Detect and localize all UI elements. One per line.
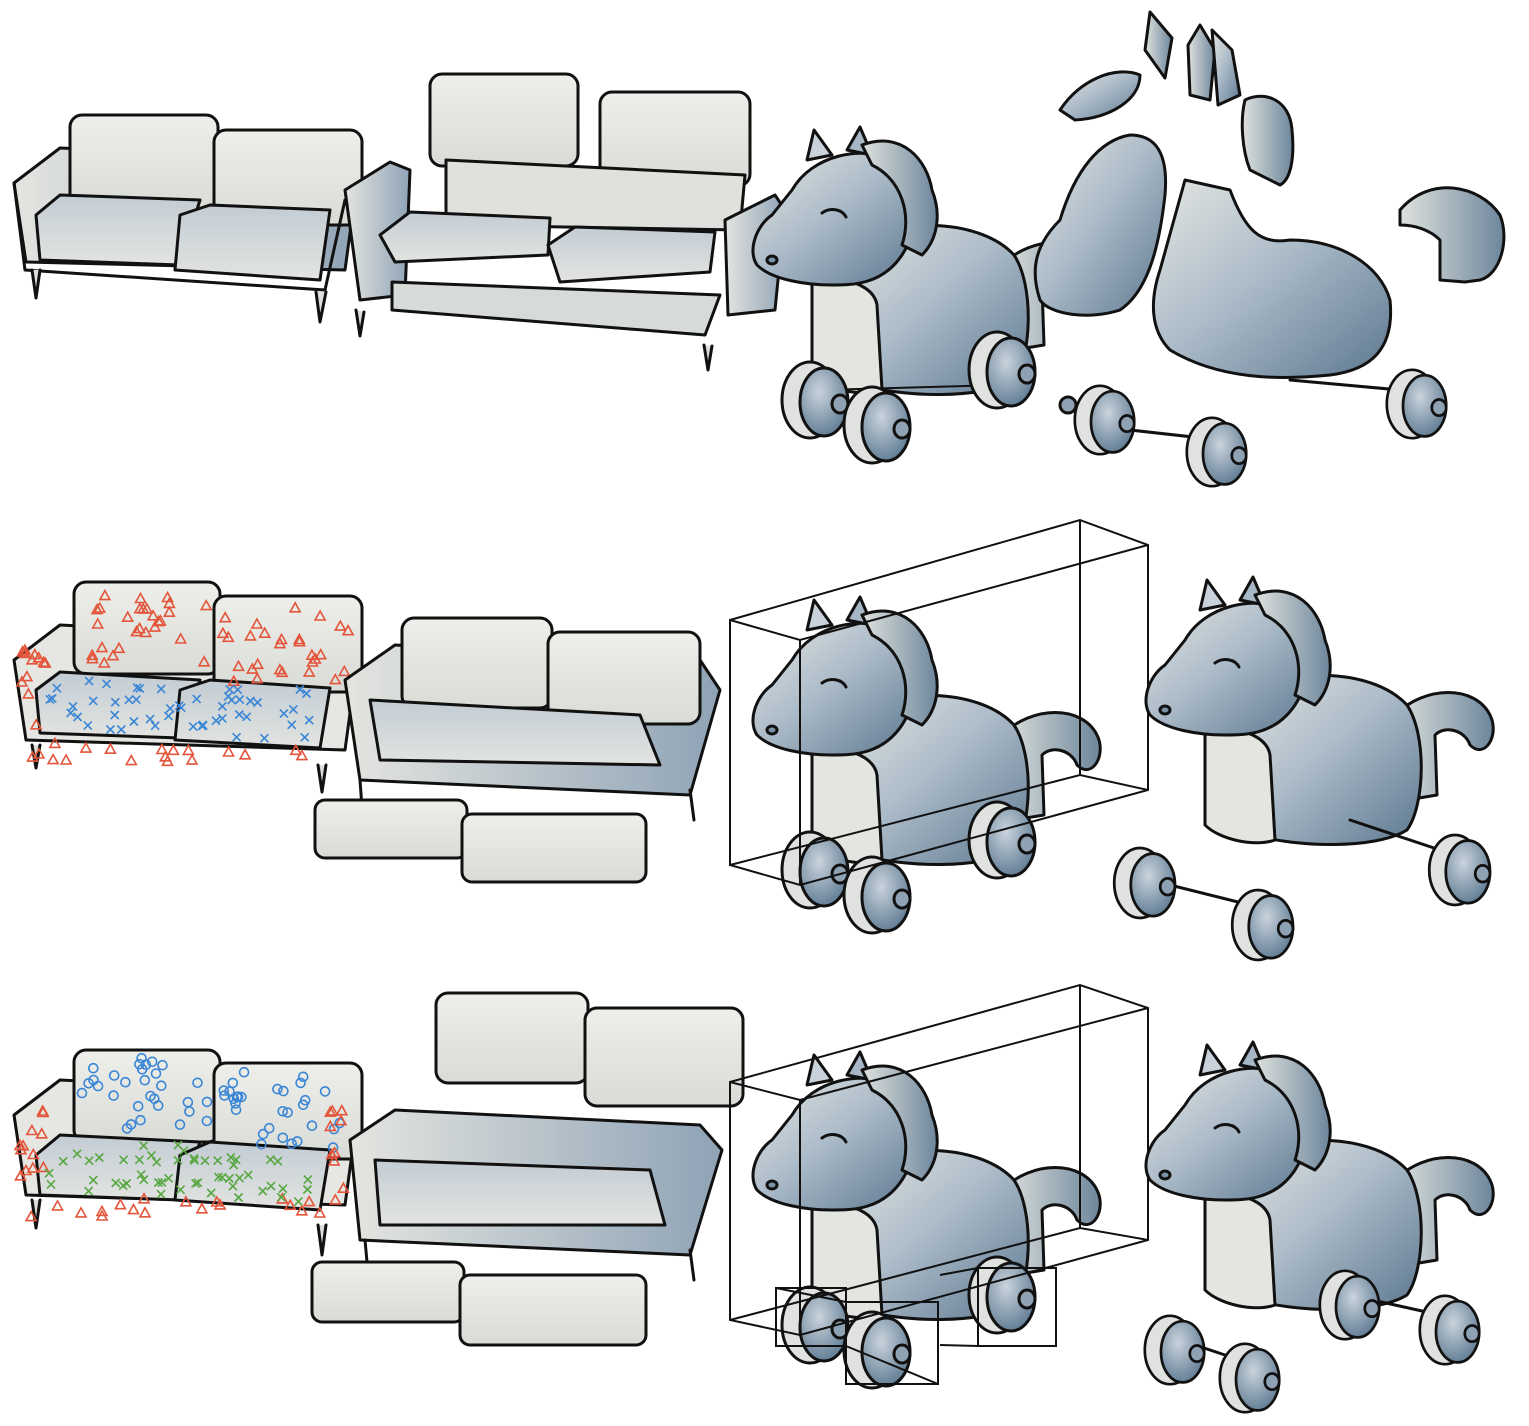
point-marker — [167, 744, 180, 756]
point-marker — [51, 1200, 64, 1211]
horse-separated-wheels — [1143, 1040, 1495, 1414]
point-marker — [139, 1207, 151, 1218]
horse-separated-wheels — [1112, 575, 1495, 962]
exploded-sofa — [343, 72, 787, 372]
sofa-with-point-markers — [12, 580, 364, 794]
point-marker — [222, 746, 235, 757]
horse — [751, 125, 1102, 465]
point-marker — [60, 754, 72, 765]
point-marker — [127, 1203, 140, 1215]
point-marker — [75, 1207, 87, 1218]
sofa-separated-cushions — [310, 991, 745, 1347]
exploded-horse — [1033, 10, 1506, 488]
point-marker — [47, 753, 59, 765]
point-marker — [104, 743, 117, 755]
wheel-bounding-box — [775, 1287, 939, 1385]
wheel-bounding-box — [939, 1267, 1057, 1347]
bounding-box — [729, 518, 1149, 887]
point-marker — [239, 748, 251, 760]
point-marker — [182, 744, 195, 756]
point-marker — [196, 1203, 208, 1214]
point-marker — [125, 754, 138, 766]
row-3 — [12, 983, 1495, 1414]
row-2 — [12, 518, 1495, 962]
point-marker — [80, 742, 92, 753]
row-1 — [12, 10, 1506, 488]
horse-in-bounding-box — [729, 518, 1149, 935]
sofa — [12, 113, 364, 324]
horse-in-bounding-boxes — [729, 983, 1149, 1390]
sofa-separated-cushions — [313, 616, 722, 884]
point-marker — [114, 1198, 127, 1210]
sofa-with-point-markers — [12, 1048, 364, 1257]
point-marker — [186, 754, 198, 765]
